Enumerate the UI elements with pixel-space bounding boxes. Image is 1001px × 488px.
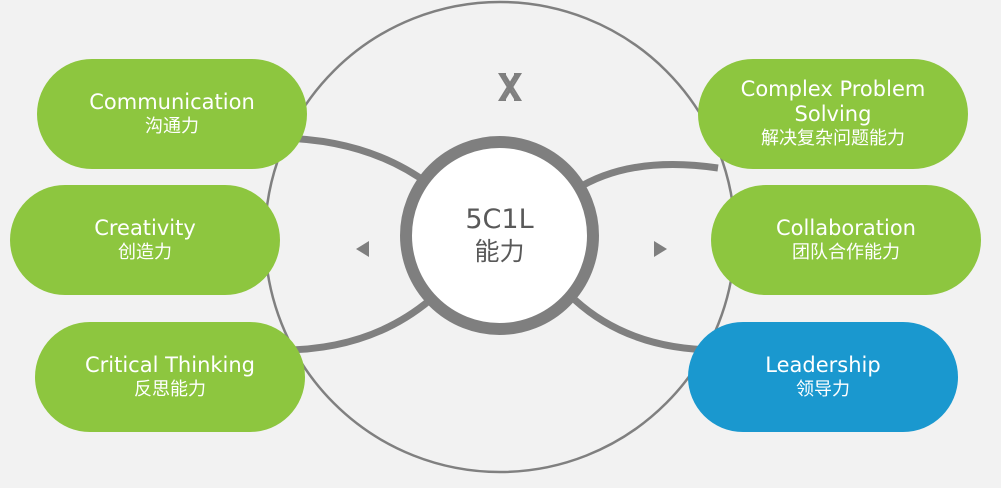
skill-label-zh: 解决复杂问题能力 (761, 128, 905, 149)
skill-communication: Communication 沟通力 (37, 59, 307, 169)
connector-bottom-left (281, 297, 433, 354)
skill-critical-thinking: Critical Thinking 反思能力 (35, 322, 305, 432)
swap-arrows-icon (498, 73, 522, 101)
center-subtitle: 能力 (474, 236, 525, 266)
skill-label-zh: 领导力 (796, 378, 850, 400)
skill-label-zh: 创造力 (118, 241, 172, 263)
skill-label-en: Leadership (765, 352, 881, 377)
skill-label-en: Creativity (94, 215, 196, 240)
triangle-left-icon (356, 241, 369, 257)
skill-collaboration: Collaboration 团队合作能力 (711, 185, 981, 295)
connector-top-right (573, 161, 719, 193)
skill-label-zh: 团队合作能力 (792, 241, 900, 263)
skill-label-zh: 沟通力 (145, 115, 199, 137)
skill-label-en: Critical Thinking (84, 352, 256, 377)
skill-label-en: Complex Problem Solving (740, 77, 926, 126)
skill-creativity: Creativity 创造力 (10, 185, 280, 295)
connector-bottom-right (572, 297, 719, 354)
skill-label-en: Collaboration (776, 215, 916, 240)
triangle-right-icon (654, 241, 667, 257)
center-title: 5C1L (465, 203, 534, 235)
skill-leadership: Leadership 领导力 (688, 322, 958, 432)
skill-label-en: Communication (89, 89, 255, 114)
skill-label-zh: 反思能力 (134, 378, 206, 400)
skill-complex-problem-solving: Complex Problem Solving 解决复杂问题能力 (698, 59, 968, 169)
connector-top-left (281, 134, 433, 188)
center-circle: 5C1L 能力 (400, 136, 599, 335)
